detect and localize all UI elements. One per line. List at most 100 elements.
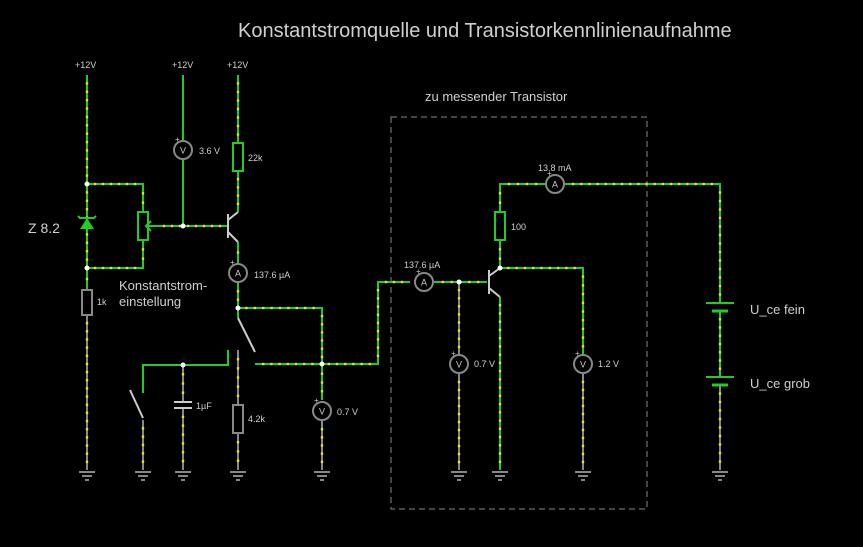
resistor-22k[interactable] [232, 142, 244, 172]
zener-diode-bar [77, 215, 97, 219]
current-dot [498, 435, 502, 439]
current-dot [85, 338, 89, 341]
potentiometer-wiper-icon[interactable] [144, 220, 156, 232]
voltmeter-ce[interactable] [573, 354, 593, 374]
wire [87, 183, 144, 212]
current-dot [236, 107, 240, 111]
current-dot [457, 321, 461, 324]
current-dot [498, 192, 502, 195]
current-dot [718, 242, 722, 245]
voltmeter-top-reading: 3.6 V [199, 146, 221, 156]
current-dot [85, 330, 89, 333]
current-dot [718, 199, 722, 203]
switch-icon[interactable] [129, 389, 144, 419]
wire [500, 267, 584, 355]
current-dot [85, 124, 89, 127]
supply-label-left: +12V [75, 60, 97, 70]
current-dot [565, 266, 568, 270]
r-100-label: 100 [511, 222, 527, 232]
switch-icon[interactable] [237, 317, 256, 353]
current-dot [85, 258, 89, 261]
wire [87, 240, 144, 269]
current-dot [85, 149, 89, 152]
voltmeter-base-glyph: V [456, 360, 462, 370]
current-dot [457, 288, 461, 292]
current-dot [581, 420, 585, 424]
current-dot [718, 434, 722, 438]
current-dot [85, 208, 89, 211]
current-dot [236, 290, 240, 293]
resistor-4k2[interactable] [232, 404, 244, 434]
current-dot [85, 157, 89, 161]
current-dot [540, 266, 543, 270]
current-dot [718, 460, 722, 463]
current-dot [581, 345, 585, 348]
current-dot [141, 443, 145, 447]
resistor-100[interactable] [494, 211, 506, 241]
current-dot [278, 306, 282, 310]
zener-label: Z 8.2 [28, 220, 60, 236]
current-dot [718, 276, 722, 279]
current-dot [287, 306, 290, 310]
current-dot [581, 436, 585, 440]
current-dot [125, 182, 129, 186]
current-dot [85, 90, 89, 93]
current-dot [498, 419, 502, 422]
current-dot [236, 376, 240, 379]
ammeter-collector[interactable] [228, 263, 248, 283]
current-dot [384, 280, 388, 284]
current-dot [718, 443, 722, 446]
current-dot [236, 298, 240, 301]
current-dot [236, 186, 240, 189]
current-dot [718, 216, 722, 220]
voltmeter-mid[interactable] [312, 401, 332, 421]
resistor-1k[interactable] [81, 289, 93, 316]
current-dot [85, 241, 89, 244]
ammeter-base-glyph: A [421, 278, 427, 288]
current-dot [141, 201, 145, 204]
current-dot [109, 266, 113, 270]
current-dot [368, 362, 371, 366]
current-dot [645, 182, 648, 186]
ammeter-base[interactable] [414, 272, 434, 292]
current-dot [516, 182, 520, 186]
current-dot [476, 280, 480, 284]
ammeter-base-reading: 137.6 µA [404, 260, 441, 270]
zener-diode-icon[interactable] [80, 218, 94, 229]
current-dot [718, 259, 722, 262]
current-dot [686, 182, 689, 186]
current-dot [178, 224, 182, 228]
current-dot [320, 314, 324, 318]
current-dot [534, 182, 538, 186]
current-dot [523, 266, 527, 270]
current-dot [556, 266, 560, 270]
current-dot [181, 451, 185, 454]
current-dot [498, 345, 502, 348]
current-dot [141, 435, 145, 438]
group-label: zu messender Transistor [425, 89, 568, 104]
current-dot [581, 310, 585, 313]
voltmeter-mid-glyph: V [319, 407, 325, 417]
current-dot [295, 306, 298, 310]
current-dot [85, 387, 89, 390]
current-dot [718, 284, 722, 288]
current-dot [376, 338, 380, 341]
current-dot [376, 354, 380, 357]
current-dot [581, 444, 585, 448]
current-dot [694, 182, 697, 186]
junction-node [84, 265, 90, 271]
voltmeter-base[interactable] [449, 354, 469, 374]
current-dot [85, 436, 89, 439]
voltmeter-base-plus: + [451, 349, 456, 358]
voltmeter-ce-reading: 1.2 V [598, 359, 620, 369]
ammeter-dut[interactable] [545, 174, 565, 194]
current-dot [320, 339, 324, 342]
current-dot [85, 452, 89, 455]
current-dot [718, 451, 722, 455]
current-dot [498, 427, 502, 431]
voltmeter-top[interactable] [173, 140, 193, 160]
current-dot [581, 301, 585, 304]
current-dot [320, 323, 324, 326]
current-dot [457, 329, 461, 332]
